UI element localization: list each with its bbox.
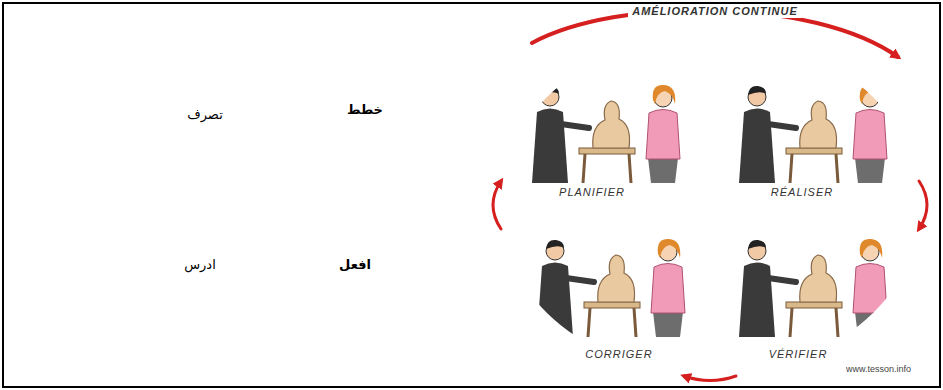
quadrant-plan: خطط bbox=[285, 32, 448, 195]
edge-label-holder: AMÉLIORATION CONTINUE bbox=[628, 5, 802, 18]
act-scene bbox=[537, 239, 685, 337]
quadrant-shape bbox=[285, 195, 448, 358]
quadrant-shape bbox=[497, 33, 710, 205]
wheel-act: CORRIGER bbox=[497, 205, 710, 377]
quadrant-label: خطط bbox=[347, 102, 383, 118]
quadrant-label: PLANIFIER bbox=[559, 186, 625, 199]
quadrant-outline bbox=[285, 195, 448, 358]
quadrant-label: RÉALISER bbox=[771, 186, 833, 199]
quadrant-act: تصرف bbox=[122, 32, 285, 195]
quadrant-shape bbox=[122, 195, 285, 358]
arc-caption: AMÉLIORATION CONTINUE bbox=[628, 5, 802, 18]
wheel-check: VÉRIFIER bbox=[710, 205, 923, 377]
quadrant-label: تصرف bbox=[187, 107, 223, 123]
wheel-do: RÉALISER bbox=[710, 33, 923, 205]
quadrant-shape bbox=[710, 205, 923, 377]
quadrant-label: VÉRIFIER bbox=[769, 348, 828, 361]
do-scene bbox=[739, 85, 887, 183]
wheel-plan: PLANIFIER bbox=[497, 33, 710, 205]
quadrant-label: افعل bbox=[339, 257, 371, 273]
quadrant-study: ادرس bbox=[122, 195, 285, 358]
quadrant-outline bbox=[710, 33, 923, 205]
quadrant-shape bbox=[285, 32, 448, 195]
quadrant-shape bbox=[122, 32, 285, 195]
check-scene bbox=[739, 239, 887, 337]
label-holder: www.tesson.info bbox=[846, 364, 911, 375]
quadrant-label: CORRIGER bbox=[585, 348, 652, 361]
plan-scene bbox=[532, 85, 680, 183]
quadrant-outline bbox=[122, 195, 285, 358]
watermark: www.tesson.info bbox=[846, 364, 911, 375]
quadrant-outline bbox=[497, 33, 710, 205]
quadrant-do: افعل bbox=[285, 195, 448, 358]
cycle-arrow bbox=[919, 181, 927, 229]
cycle-arrow bbox=[684, 376, 736, 381]
quadrant-label: ادرس bbox=[184, 257, 216, 273]
quadrant-shape bbox=[497, 205, 710, 377]
quadrant-shape bbox=[710, 33, 923, 205]
cycle-arrow bbox=[493, 181, 501, 229]
scene-group bbox=[532, 85, 887, 337]
